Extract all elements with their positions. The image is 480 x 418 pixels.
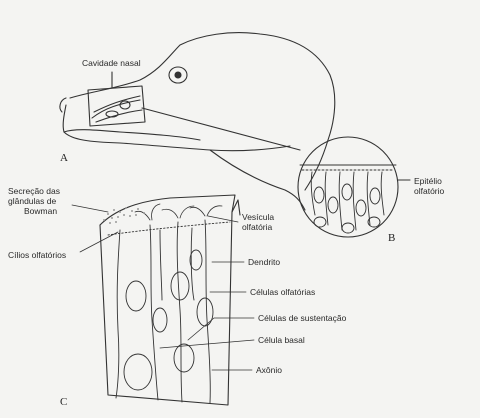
- tissue-cells: [108, 220, 230, 403]
- label-celula-basal: Célula basal: [258, 335, 305, 345]
- tissue-block-top: [100, 195, 235, 225]
- label-vesicula-1: Vesícula: [242, 212, 274, 222]
- cilia: [135, 204, 222, 220]
- label-celulas-sustentacao: Células de sustentação: [258, 313, 346, 323]
- magnifier-circle: [298, 137, 398, 237]
- label-secrecao-2: glândulas de: [8, 196, 56, 206]
- label-secrecao-3: Bowman: [24, 206, 57, 216]
- label-secrecao-1: Secreção das: [8, 186, 60, 196]
- label-dendrito: Dendrito: [248, 257, 280, 267]
- label-epitelio-1: Epitélio: [414, 176, 442, 186]
- leader-to-magnifier: [142, 108, 300, 150]
- label-axonio: Axônio: [256, 365, 282, 375]
- leaders-c: [72, 205, 254, 370]
- label-epitelio-2: olfatório: [414, 186, 444, 196]
- label-cilios: Cílios olfatórios: [8, 250, 66, 260]
- dog-lip: [64, 130, 200, 140]
- tissue-block-front: [100, 212, 232, 405]
- label-vesicula-2: olfatória: [242, 222, 272, 232]
- dog-jaw: [210, 150, 305, 210]
- panel-c-label: C: [60, 396, 67, 408]
- panel-a-label: A: [60, 152, 68, 164]
- dog-muzzle-lower: [63, 105, 290, 151]
- panel-b-label: B: [388, 232, 395, 244]
- label-celulas-olfatorias: Células olfatórias: [250, 287, 315, 297]
- label-cavidade-nasal: Cavidade nasal: [82, 58, 141, 68]
